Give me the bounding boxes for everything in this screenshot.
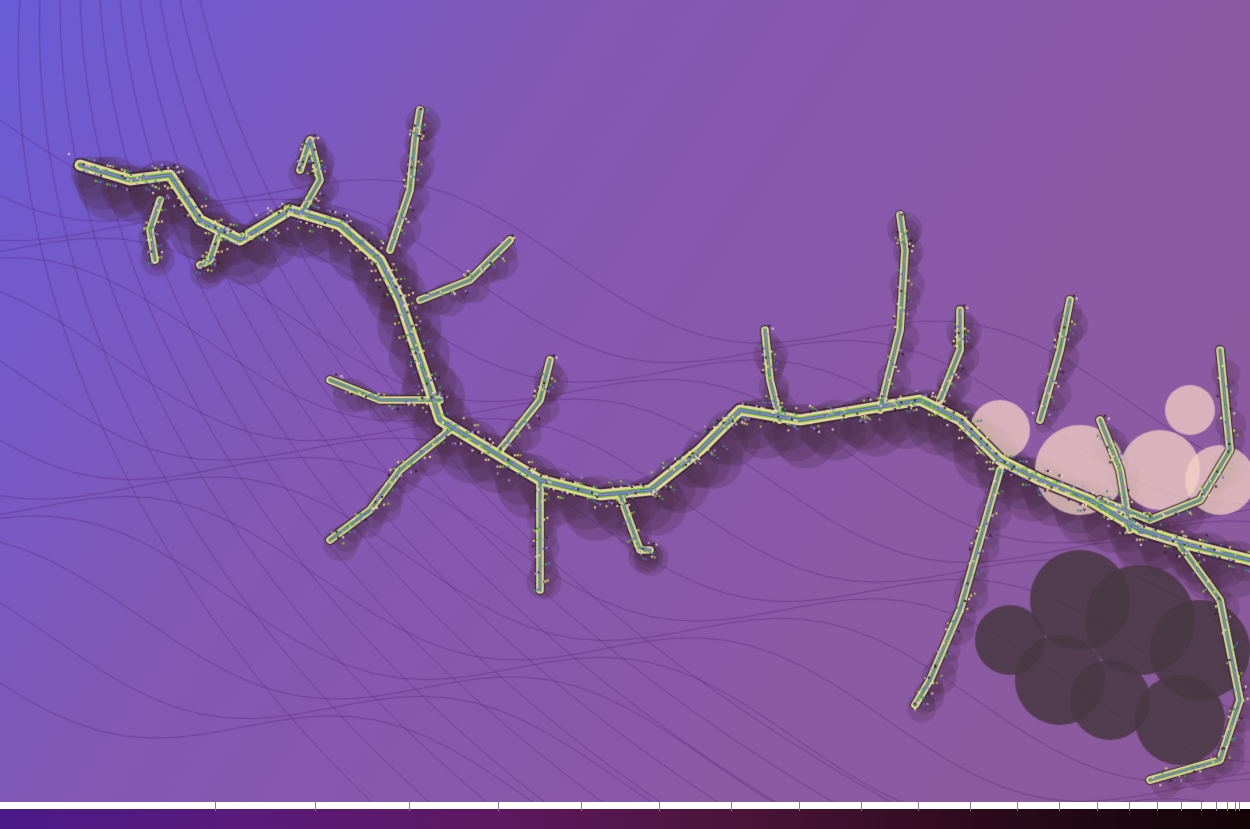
- palette-stop-marker[interactable]: [861, 802, 862, 811]
- palette-stop-marker[interactable]: [970, 802, 971, 811]
- palette-stop-marker[interactable]: [409, 802, 410, 811]
- palette-stop-marker[interactable]: [1181, 802, 1182, 811]
- palette-track[interactable]: [0, 802, 1250, 809]
- palette-stop-marker[interactable]: [1097, 802, 1098, 811]
- palette-stop-marker[interactable]: [918, 802, 919, 811]
- palette-stop-marker[interactable]: [498, 802, 499, 811]
- palette-stop-marker[interactable]: [1227, 802, 1228, 811]
- palette-stop-marker[interactable]: [731, 802, 732, 811]
- palette-gradient-bar[interactable]: [0, 809, 1250, 829]
- palette-stop-marker[interactable]: [1017, 802, 1018, 811]
- palette-stop-marker[interactable]: [1216, 802, 1217, 811]
- palette-stop-marker[interactable]: [315, 802, 316, 811]
- palette-stop-marker[interactable]: [799, 802, 800, 811]
- palette-stop-marker[interactable]: [1157, 802, 1158, 811]
- palette-stop-marker[interactable]: [659, 802, 660, 811]
- palette-stop-marker[interactable]: [1235, 802, 1236, 811]
- palette-stop-marker[interactable]: [581, 802, 582, 811]
- palette-stop-marker[interactable]: [1129, 802, 1130, 811]
- palette-stop-marker[interactable]: [1201, 802, 1202, 811]
- palette-stop-marker[interactable]: [215, 802, 216, 811]
- palette-stop-marker[interactable]: [1239, 802, 1240, 811]
- palette-stop-marker[interactable]: [1059, 802, 1060, 811]
